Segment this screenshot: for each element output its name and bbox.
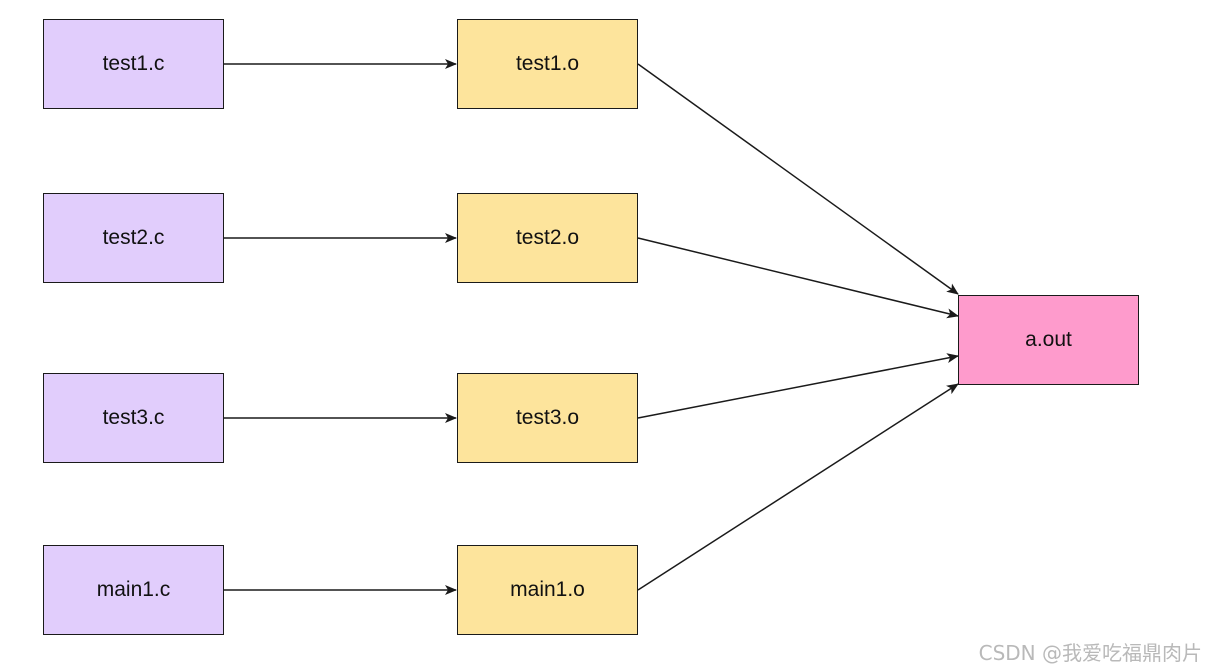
node-test3-c: test3.c [43, 373, 224, 463]
edge-test1o-to-aout [637, 63, 959, 295]
node-test3-o: test3.o [457, 373, 638, 463]
node-label: test3.c [102, 406, 165, 429]
edge-test3o-to-aout [637, 353, 959, 419]
watermark-text: CSDN @我爱吃福鼎肉片 [978, 641, 1202, 665]
node-label: test2.c [102, 226, 165, 249]
node-test2-o: test2.o [457, 193, 638, 283]
node-label: test1.o [515, 52, 580, 75]
node-a-out: a.out [958, 295, 1139, 385]
node-label: test1.c [102, 52, 165, 75]
node-main1-c: main1.c [43, 545, 224, 635]
node-test2-c: test2.c [43, 193, 224, 283]
edge-test2o-to-aout [637, 237, 959, 319]
node-label: a.out [1025, 328, 1072, 351]
node-test1-c: test1.c [43, 19, 224, 109]
node-main1-o: main1.o [457, 545, 638, 635]
node-label: main1.c [96, 578, 171, 601]
edges [224, 59, 959, 595]
node-label: test3.o [515, 406, 580, 429]
edge-main1o-to-aout [637, 383, 959, 591]
node-test1-o: test1.o [457, 19, 638, 109]
node-label: test2.o [515, 226, 580, 249]
node-label: main1.o [510, 578, 585, 601]
